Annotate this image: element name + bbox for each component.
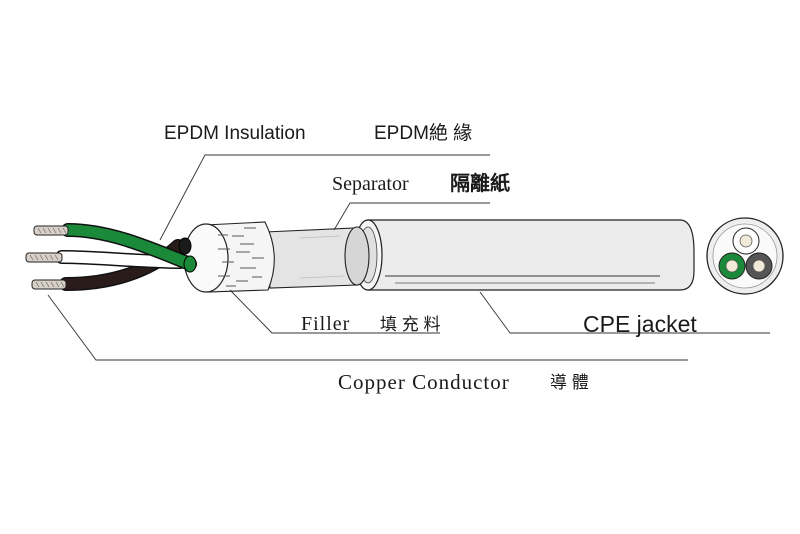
copper-strands	[25, 225, 69, 290]
label-separator: Separator	[332, 173, 409, 195]
cross-section	[706, 217, 784, 295]
cpe-jacket	[353, 219, 695, 291]
filler-layer	[183, 221, 275, 293]
label-epdm-insulation-cn: EPDM絶 緣	[374, 123, 473, 144]
label-cpe-jacket: CPE jacket	[583, 311, 697, 337]
label-copper-conductor-cn: 導 體	[550, 373, 589, 392]
leader-lines	[47, 154, 770, 361]
label-separator-cn: 隔離紙	[450, 173, 510, 195]
label-filler: Filler	[301, 313, 351, 335]
label-copper-conductor: Copper Conductor	[338, 370, 510, 394]
wire-green	[61, 223, 197, 271]
label-epdm-insulation: EPDM Insulation	[164, 123, 306, 144]
label-filler-cn: 填 充 料	[380, 315, 441, 334]
separator-layer	[264, 226, 370, 289]
